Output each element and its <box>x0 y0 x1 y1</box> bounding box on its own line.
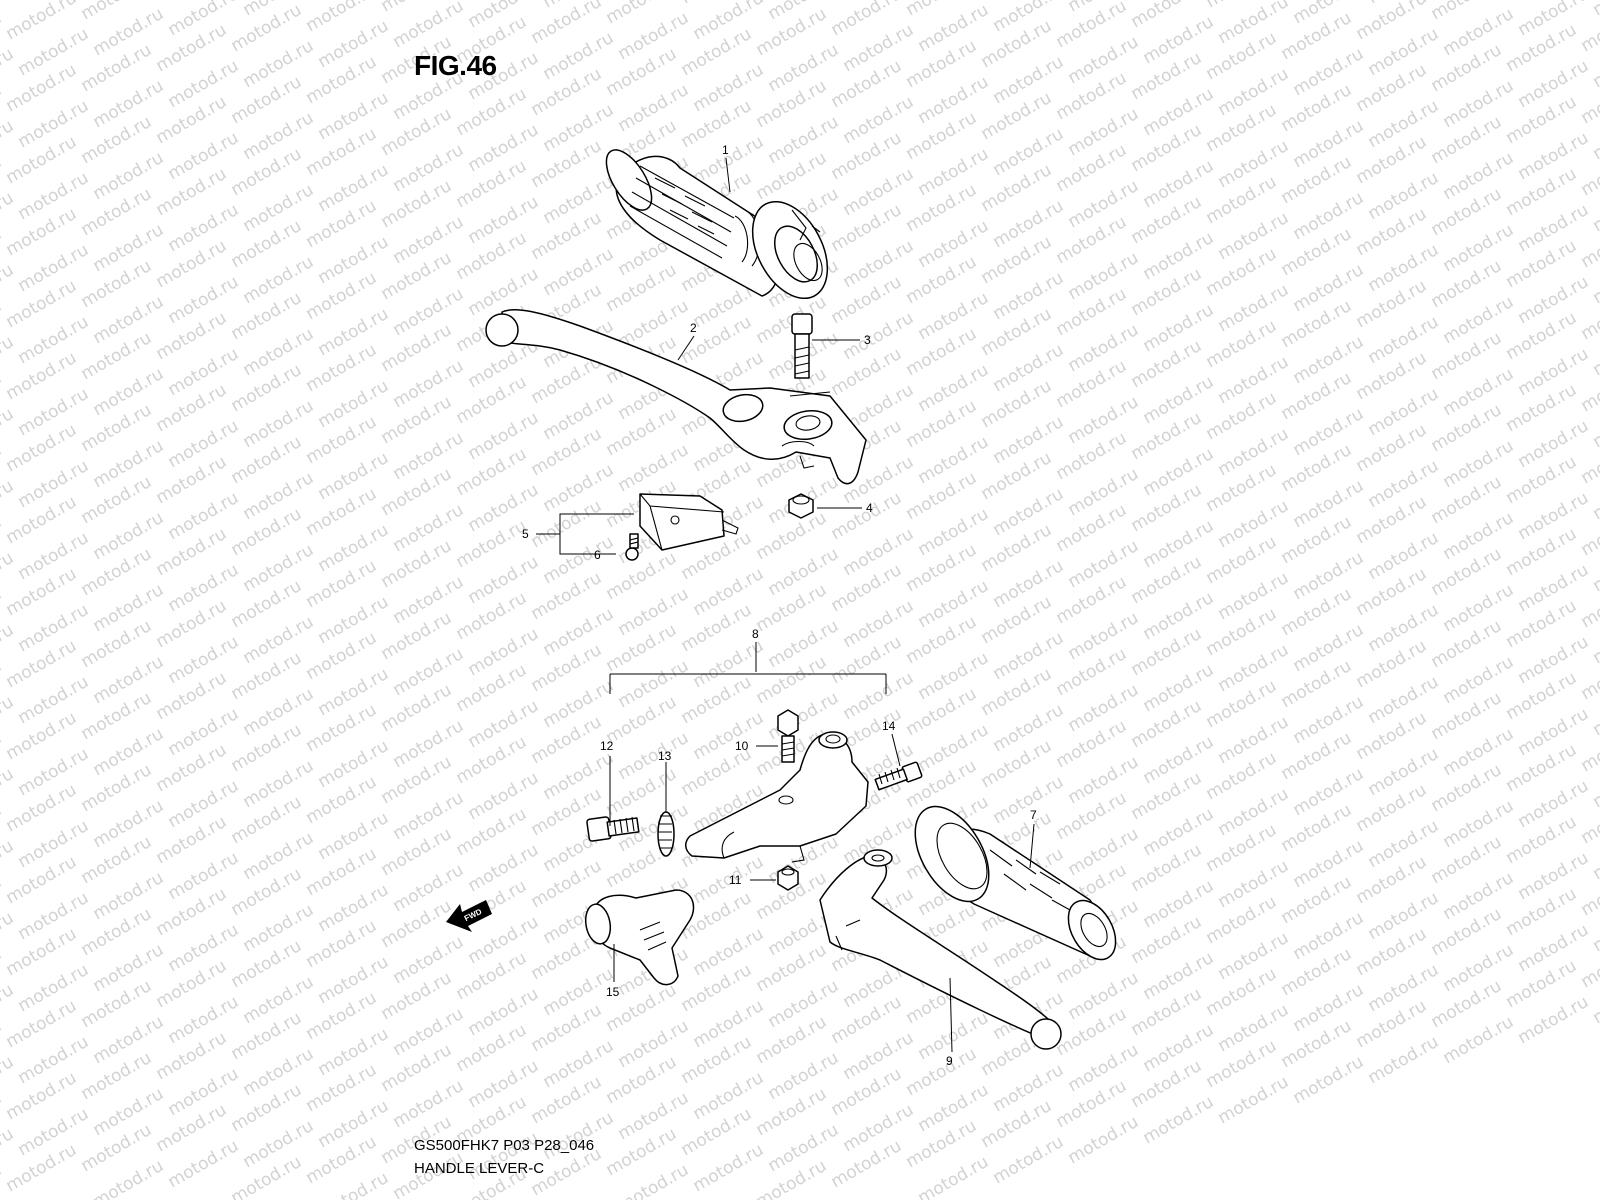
diagram-name: HANDLE LEVER-C <box>414 1160 545 1177</box>
switch-screw-part <box>625 533 639 561</box>
clutch-bolt <box>777 709 799 763</box>
lever-boot-part <box>584 889 695 986</box>
callout-10: 10 <box>735 739 749 753</box>
callout-15: 15 <box>606 985 620 999</box>
watermark-text: motod.ru <box>1590 0 1600 20</box>
callout-12: 12 <box>600 739 614 753</box>
callout-7: 7 <box>1030 808 1037 822</box>
callout-1: 1 <box>722 143 729 157</box>
throttle-grip <box>605 149 829 300</box>
callout-6: 6 <box>594 548 601 562</box>
brake-switch <box>639 493 739 551</box>
figure-title: FIG.46 <box>414 50 497 81</box>
callout-4: 4 <box>866 501 873 515</box>
pivot-nut <box>788 493 814 519</box>
adjuster-locknut-part <box>657 811 675 857</box>
callout-9: 9 <box>946 1054 953 1068</box>
callout-8: 8 <box>752 627 759 641</box>
clamp-screw <box>874 761 923 791</box>
callout-13: 13 <box>658 749 672 763</box>
fwd-arrow: FWD <box>446 900 492 932</box>
callout-5: 5 <box>522 527 529 541</box>
clutch-nut <box>777 865 799 891</box>
callout-14: 14 <box>882 719 896 733</box>
diagram-code: GS500FHK7 P03 P28_046 <box>414 1137 595 1154</box>
callout-11: 11 <box>729 873 742 887</box>
adjuster-bolt <box>586 816 640 842</box>
callout-2: 2 <box>690 321 697 335</box>
callout-3: 3 <box>864 333 871 347</box>
pivot-bolt <box>791 313 813 379</box>
clutch-holder <box>685 731 869 863</box>
